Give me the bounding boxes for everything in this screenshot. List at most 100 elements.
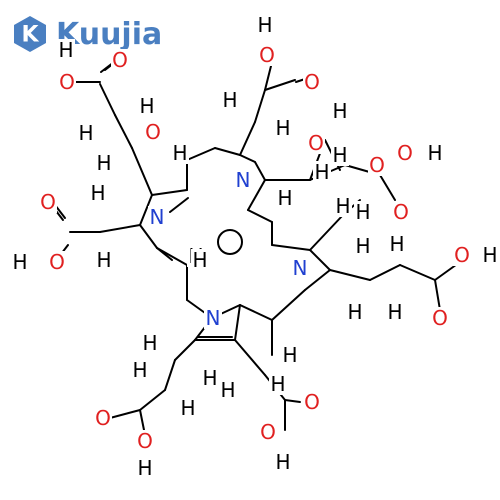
atom-label-bg xyxy=(171,142,189,164)
hydrogen-atom-label: H xyxy=(137,456,152,480)
oxygen-atom-label: O xyxy=(393,200,409,224)
bond-27 xyxy=(239,121,256,156)
atom-label-bg xyxy=(303,391,321,413)
oxygen-atom-label: O xyxy=(59,70,75,94)
oxygen-atom-label: O xyxy=(40,190,56,214)
bond-23 xyxy=(254,161,266,181)
bond-6 xyxy=(151,189,188,196)
hydrogen-atom-label: H xyxy=(78,121,93,145)
oxygen-atom-label: O xyxy=(259,43,275,67)
atom-label-bg xyxy=(392,201,410,223)
bond-35 xyxy=(379,174,396,201)
atom-label-bg xyxy=(95,152,113,174)
bond-layer xyxy=(52,59,461,436)
bond-13 xyxy=(156,247,173,261)
oxygen-atom-label: O xyxy=(145,120,161,144)
oxygen-atom-label: O xyxy=(95,406,111,430)
hydrogen-atom-label: H xyxy=(314,160,329,184)
atom-label-bg xyxy=(39,191,57,213)
atom-label-bg xyxy=(58,71,76,93)
atom-label-bg xyxy=(354,201,372,223)
atom-label-bg xyxy=(201,367,219,389)
bond-38 xyxy=(271,244,311,251)
hydrogen-atom-label: H xyxy=(427,141,442,165)
atom-label-bg xyxy=(141,332,159,354)
bond-45 xyxy=(369,264,401,281)
bond-29 xyxy=(264,79,296,91)
bond-50 xyxy=(239,304,273,321)
hydrogen-atom-label: H xyxy=(332,99,347,123)
ring-centre-marker xyxy=(217,229,243,255)
atom-label-bg xyxy=(346,301,364,323)
atom-label-bg xyxy=(331,144,349,166)
bond-28 xyxy=(254,89,266,123)
hydrogen-atom-label: H xyxy=(355,200,370,224)
bond-5 xyxy=(131,147,153,196)
atom-label-bg xyxy=(334,195,352,217)
bond-39 xyxy=(309,249,331,271)
atom-label-bg xyxy=(453,244,471,266)
bond-52 xyxy=(234,304,241,341)
hydrogen-atom-label: H xyxy=(389,232,404,256)
atom-label-bg xyxy=(136,457,154,479)
atom-label-bg xyxy=(191,249,209,271)
bond-42 xyxy=(309,214,344,251)
oxygen-atom-label: O xyxy=(137,429,153,453)
atom-label-bg xyxy=(11,251,29,273)
hydrogen-atom-label: H xyxy=(139,94,154,118)
atom-label-bg xyxy=(368,154,386,176)
hydrogen-atom-label: H xyxy=(222,88,237,112)
svg-text:K: K xyxy=(21,23,39,48)
atom-label-bg xyxy=(281,344,299,366)
hydrogen-atom-label: H xyxy=(270,372,285,396)
bond-61 xyxy=(234,339,266,376)
atom-label-bg xyxy=(256,14,274,36)
atom-label-bg xyxy=(481,244,499,266)
atom-label-bg xyxy=(431,307,449,329)
atom-label-layer: OOHOHHHHNOOHHHHHOOHHNOHHOOHOHHHHHHNOHOHH… xyxy=(11,13,499,480)
hydrogen-atom-label: H xyxy=(275,116,290,140)
hydrogen-atom-label: H xyxy=(96,151,111,175)
atom-label-bg xyxy=(138,95,156,117)
atom-label-bg xyxy=(274,451,292,473)
hydrogen-atom-label: H xyxy=(132,358,147,382)
nitrogen-atom-label: N xyxy=(206,306,221,330)
bond-8 xyxy=(139,224,158,249)
bond-57 xyxy=(164,359,176,391)
atom-label-bg xyxy=(77,122,95,144)
bond-41 xyxy=(271,289,306,321)
atom-label-bg xyxy=(89,182,107,204)
hydrogen-atom-label: H xyxy=(192,248,207,272)
hydrogen-atom-label: H xyxy=(12,250,27,274)
kuujia-logo-icon: K xyxy=(14,16,46,52)
hydrogen-atom-label: H xyxy=(180,396,195,420)
atom-label-bg xyxy=(259,421,277,443)
atom-label-bg xyxy=(303,71,321,93)
atom-label-bg xyxy=(276,187,294,209)
atom-label-bg xyxy=(111,49,129,71)
atom-label-bg xyxy=(234,169,252,191)
hydrogen-atom-label: H xyxy=(387,300,402,324)
hydrogen-atom-label: H xyxy=(96,248,111,272)
bond-4 xyxy=(114,114,133,149)
atom-label-bg xyxy=(221,89,239,111)
bond-14 xyxy=(99,224,141,233)
oxygen-atom-label: O xyxy=(454,243,470,267)
hydrogen-atom-label: H xyxy=(58,38,73,62)
hydrogen-atom-label: H xyxy=(257,13,272,37)
hydrogen-atom-label: H xyxy=(355,234,370,258)
atom-label-bg xyxy=(219,379,237,401)
bond-20 xyxy=(186,147,216,161)
hydrogen-atom-label: H xyxy=(277,186,292,210)
hydrogen-atom-label: H xyxy=(220,378,235,402)
hydrogen-atom-label: H xyxy=(202,366,217,390)
hydrogen-atom-label: H xyxy=(335,194,350,218)
oxygen-atom-label: O xyxy=(260,420,276,444)
oxygen-atom-label: O xyxy=(369,153,385,177)
bond-30 xyxy=(264,61,273,91)
oxygen-atom-label: O xyxy=(49,250,65,274)
oxygen-atom-label: O xyxy=(308,131,324,155)
atom-label-bg xyxy=(94,407,112,429)
